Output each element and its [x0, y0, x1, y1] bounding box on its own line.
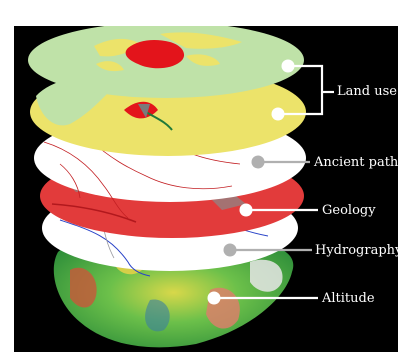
label-hydrography: Hydrography: [315, 244, 400, 257]
land-use-bottom-marker: [272, 108, 285, 121]
label-altitude: Altitude: [322, 292, 375, 305]
label-ancient-paths: Ancient paths: [314, 156, 400, 169]
label-geology: Geology: [322, 204, 376, 217]
ancient-paths-marker: [252, 156, 265, 169]
hydrography-marker: [224, 244, 237, 257]
land-use-top-marker: [282, 60, 295, 73]
geology-marker: [240, 204, 253, 217]
altitude-marker: [208, 292, 221, 305]
land-use-top-layer: [28, 22, 304, 98]
label-land-use: Land use: [337, 85, 397, 98]
